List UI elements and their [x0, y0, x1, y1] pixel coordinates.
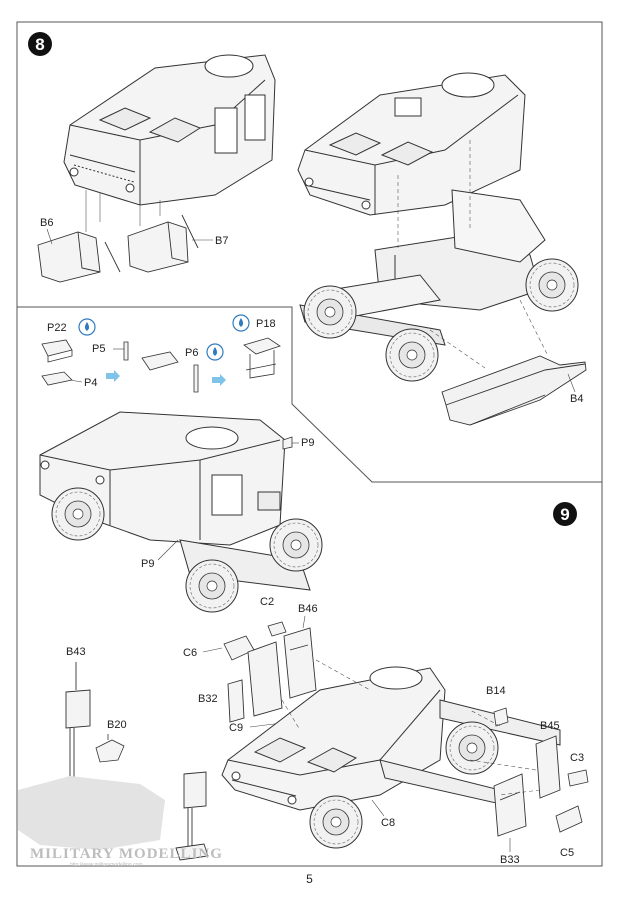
part-p6 — [193, 364, 199, 393]
label-c9: C9 — [229, 722, 243, 734]
page-number: 5 — [306, 872, 313, 886]
label-b7: B7 — [215, 235, 228, 247]
step-9-dashed-guides — [281, 659, 541, 796]
part-p5 — [123, 341, 179, 371]
part-b20 — [95, 734, 125, 763]
step-8-cab-left — [63, 54, 276, 206]
part-b45 — [535, 735, 561, 799]
label-c2: C2 — [260, 596, 274, 608]
leader-c6 — [202, 647, 223, 653]
step-8-number: 8 — [35, 35, 44, 54]
step-8-cab-right — [297, 72, 526, 216]
part-b4 — [441, 355, 587, 426]
label-p4: P4 — [84, 377, 97, 389]
glue-drop-icon — [232, 314, 250, 332]
part-p18 — [243, 337, 281, 379]
step-8-dashed-guides — [397, 140, 549, 369]
step-8-guide-lines — [85, 190, 161, 232]
part-b33 — [493, 773, 527, 837]
label-p9-lower: P9 — [141, 558, 154, 570]
label-p9-upper: P9 — [301, 437, 314, 449]
label-b4: B4 — [570, 393, 583, 405]
part-p4 — [41, 371, 73, 386]
step-9-badge — [553, 502, 577, 526]
flow-arrow-icon — [212, 374, 226, 386]
leader-p9-lower — [157, 539, 179, 561]
watermark-text: MILITARY MODELLING — [30, 846, 223, 862]
part-b43-assembled — [175, 771, 209, 861]
leader-p4 — [69, 379, 83, 383]
label-c3: C3 — [570, 752, 584, 764]
part-b7 — [127, 214, 199, 273]
part-c3 — [567, 769, 589, 787]
label-p6: P6 — [185, 347, 198, 359]
step-9-vehicle-bottom — [221, 666, 561, 811]
glue-drop-icon — [206, 343, 224, 361]
part-b32 — [227, 679, 245, 723]
panel-frames — [16, 21, 603, 867]
label-b20: B20 — [107, 719, 127, 731]
label-b14: B14 — [486, 685, 506, 697]
part-c2 — [267, 621, 287, 637]
watermark-url: http://www.militarymodelling.com — [70, 862, 143, 868]
label-p5: P5 — [92, 343, 105, 355]
step-9: 9 P22 P4 P5 P6 P18 — [18, 314, 589, 868]
flow-arrow-icon — [106, 370, 120, 382]
leader-b46 — [302, 615, 306, 629]
label-p22: P22 — [47, 322, 67, 334]
label-b6: B6 — [40, 217, 53, 229]
label-b43: B43 — [66, 646, 86, 658]
part-c5 — [555, 805, 583, 833]
label-c8: C8 — [381, 817, 395, 829]
glue-drop-icon — [78, 318, 96, 336]
leader-b4 — [567, 373, 576, 393]
part-p9-upper — [282, 436, 293, 450]
label-c5: C5 — [560, 847, 574, 859]
part-b46 — [283, 627, 317, 699]
leader-c8 — [371, 799, 385, 817]
part-b43 — [65, 662, 91, 781]
step-9-number: 9 — [560, 505, 569, 524]
part-door-frame — [247, 641, 283, 717]
label-b45: B45 — [540, 720, 560, 732]
part-b14 — [493, 707, 509, 727]
label-p18: P18 — [256, 318, 276, 330]
label-b46: B46 — [298, 603, 318, 615]
part-p22 — [41, 339, 73, 363]
label-b33: B33 — [500, 854, 520, 866]
label-c6: C6 — [183, 647, 197, 659]
step-8-badge — [28, 32, 52, 56]
step-8: 8 B6 — [28, 32, 587, 426]
label-b32: B32 — [198, 693, 218, 705]
watermark: MILITARY MODELLING http://www.militarymo… — [18, 776, 223, 868]
part-b6 — [37, 231, 121, 283]
leader-b6 — [46, 228, 53, 245]
